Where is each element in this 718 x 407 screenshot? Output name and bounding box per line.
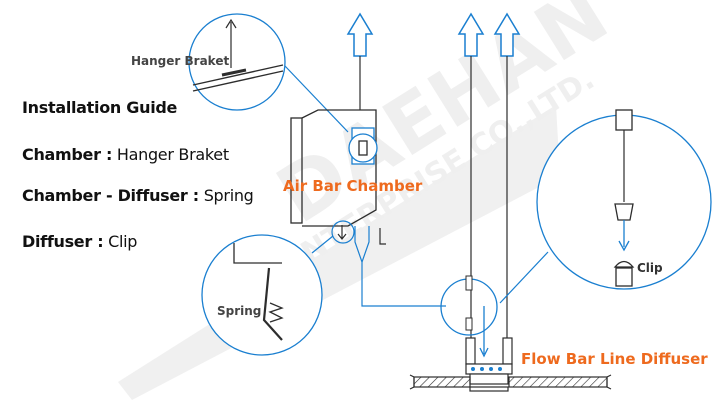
clip-detail (499, 109, 712, 304)
chamber-up-arrow (346, 12, 374, 57)
hanger-braket-detail (188, 13, 349, 133)
hanger-braket-label: Hanger Braket (131, 54, 230, 68)
ceiling-panel (409, 374, 612, 392)
guide-row-diffuser: Diffuser : Clip (22, 232, 137, 251)
guide-key: Diffuser : (22, 232, 104, 251)
spring-detail (201, 234, 334, 356)
flow-bar-line-diffuser (465, 337, 513, 385)
guide-key: Chamber : (22, 145, 113, 164)
air-bar-chamber-body (290, 109, 378, 227)
flow-bar-line-diffuser-label: Flow Bar Line Diffuser (521, 350, 708, 368)
spring-label: Spring (217, 304, 262, 318)
guide-value: Spring (203, 186, 254, 205)
air-bar-chamber-label: Air Bar Chamber (283, 177, 423, 195)
chamber-outlet (331, 220, 446, 307)
guide-value: Hanger Braket (116, 145, 229, 164)
guide-row-chamber-diffuser: Chamber - Diffuser : Spring (22, 186, 254, 205)
installation-guide-title: Installation Guide (22, 98, 178, 117)
guide-row-chamber: Chamber : Hanger Braket (22, 145, 229, 164)
diffuser-connector-circle (440, 275, 498, 358)
guide-value: Clip (108, 232, 138, 251)
clip-label: Clip (637, 261, 663, 275)
guide-key: Chamber - Diffuser : (22, 186, 199, 205)
